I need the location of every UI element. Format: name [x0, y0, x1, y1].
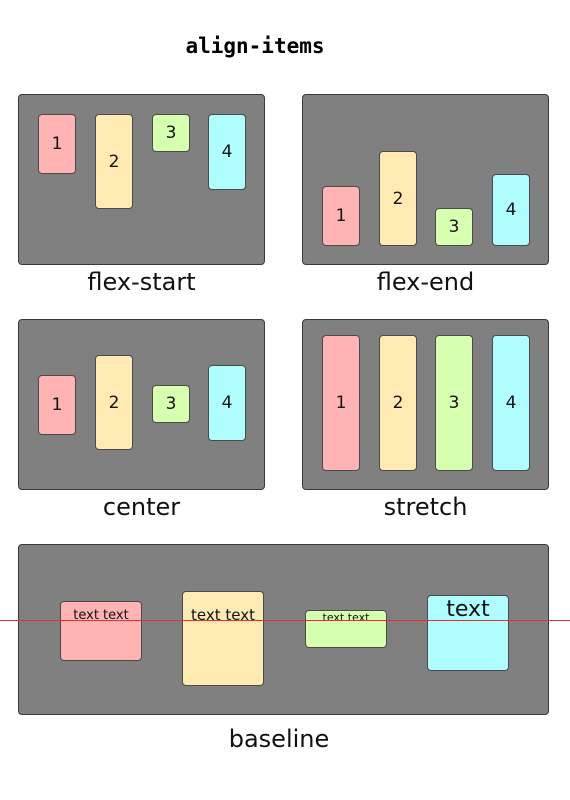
- flex-item-3: 3: [152, 114, 190, 152]
- baseline-item-4: text: [427, 595, 509, 671]
- flex-item-2: 2: [95, 114, 133, 209]
- flex-item-1: 1: [38, 114, 76, 174]
- flex-item-1: 1: [322, 335, 360, 471]
- panel-center: 1 2 3 4: [18, 319, 265, 490]
- flex-item-4: 4: [492, 174, 530, 246]
- caption-center: center: [102, 493, 181, 521]
- flex-item-1: 1: [38, 375, 76, 435]
- flex-item-3: 3: [152, 385, 190, 423]
- caption-flex-end: flex-end: [376, 268, 475, 296]
- caption-baseline: baseline: [228, 725, 330, 753]
- panel-flex-start: 1 2 3 4: [18, 94, 265, 265]
- flex-item-2: 2: [95, 355, 133, 450]
- caption-stretch: stretch: [383, 493, 468, 521]
- flex-item-3: 3: [435, 208, 473, 246]
- baseline-item-1: text text: [60, 601, 142, 661]
- page-title: align-items: [185, 34, 325, 58]
- caption-flex-start: flex-start: [87, 268, 196, 296]
- panel-flex-end: 1 2 3 4: [302, 94, 549, 265]
- flex-item-1: 1: [322, 186, 360, 246]
- baseline-item-3: text text: [305, 610, 387, 648]
- flex-item-2: 2: [379, 151, 417, 246]
- panel-baseline: text text text text text text text: [18, 544, 549, 715]
- flex-item-4: 4: [208, 365, 246, 441]
- panel-stretch: 1 2 3 4: [302, 319, 549, 490]
- flex-item-2: 2: [379, 335, 417, 471]
- baseline-item-2: text text: [182, 591, 264, 686]
- baseline-line: [0, 620, 570, 621]
- flex-item-4: 4: [492, 335, 530, 471]
- flex-item-3: 3: [435, 335, 473, 471]
- flex-item-4: 4: [208, 114, 246, 190]
